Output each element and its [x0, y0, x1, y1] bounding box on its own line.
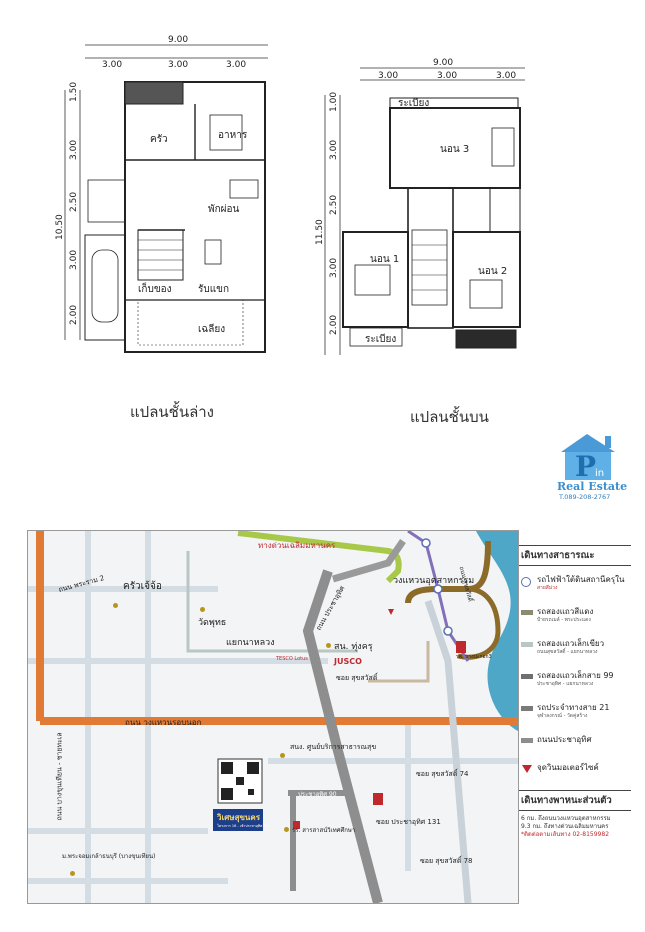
map-legend: เดินทางสาธารณะ รถไฟฟ้าใต้ดินสถานีครุใน ส…: [519, 545, 631, 895]
ground-room-kitchen: ครัว: [150, 134, 168, 145]
upper-plan-caption: แปลนชั้นบน: [410, 408, 489, 426]
map-label-school: รร. สารสาสน์วิเทศศึกษา: [292, 827, 356, 834]
ground-dim-left-5: 2.00: [69, 305, 79, 325]
legend-swatch-bus-21: [521, 706, 533, 711]
legend-sub-red-songthaew: ป้ายรถเมล์ - พระประแดง: [537, 617, 591, 623]
motorcycle-stop-icon: [522, 765, 532, 773]
map-label-tesco: TESCO Lotus: [276, 656, 308, 662]
upper-dim-left-2: 3.00: [329, 140, 339, 160]
location-map: ถนน พระราม 2 ครัวเจ้จ้อ ทางด่วนเฉลิมมหาน…: [27, 530, 519, 904]
map-label-wat-phuttha: วัดพุทธ: [198, 618, 227, 628]
map-label-ring-interchange: วงแหวนอุตสาหกรรม: [393, 576, 475, 586]
legend-sub-green-songthaew: ถนนสุขสวัสดิ์ - แยกนาหลวง: [537, 649, 598, 655]
upper-dim-top-1: 3.00: [378, 71, 398, 81]
map-label-hospital: ม.พระจอมเกล้าธนบุรี (บางขุนเทียน): [62, 853, 156, 860]
legend-title-public: เดินทางสาธารณะ: [519, 545, 631, 566]
ground-dim-left-4: 3.00: [69, 250, 79, 270]
legend-label-green-songthaew: รถสองแถวเล็กเขียว: [537, 639, 605, 648]
metro-station-icon: [521, 577, 531, 587]
legend-label-bus-21: รถประจำทางสาย 21: [537, 703, 610, 712]
ground-dim-left-3: 2.50: [69, 192, 79, 212]
logo-phone: T.089-208-2767: [559, 493, 611, 501]
legend-label-red-songthaew: รถสองแถวสีแดง: [537, 607, 594, 616]
map-marker-wat-phuttha: [200, 607, 205, 612]
upper-room-balcony-top: ระเบียง: [398, 97, 429, 109]
ground-dim-left-1: 1.50: [69, 82, 79, 102]
pin-real-estate-logo: P in Real Estate T.089-208-2767: [553, 430, 633, 502]
upper-dim-left-total: 11.50: [315, 219, 325, 245]
map-label-bang-pakok: รพ. บางปะกอก3: [456, 654, 492, 660]
map-marker-krua-jae-jo: [113, 603, 118, 608]
upper-room-bed3: นอน 3: [440, 144, 469, 155]
legend-notes: 6 กม. ถึงถนนวงแหวนอุตสาหกรรม 9.3 กม. ถึง…: [521, 815, 631, 839]
legend-label-metro: รถไฟฟ้าใต้ดินสถานีครุใน: [537, 575, 625, 584]
floor-plans-drawing: 9.00 3.00 3.00 3.00 10.50 1.50 3.00 2.50…: [55, 35, 525, 355]
upper-dim-total: 9.00: [433, 58, 453, 68]
map-marker-police: [326, 643, 331, 648]
ground-dim-left-total: 10.50: [55, 214, 65, 240]
legend-sub-metro: สายสีม่วง: [537, 585, 558, 591]
map-label-soi-suksawat-78: ซอย สุขสวัสดิ์ 78: [420, 857, 473, 865]
legend-title-private: เดินทางพาหนะส่วนตัว: [519, 790, 631, 811]
map-label-soi-pracha-uthit-131: ซอย ประชาอุทิศ 131: [376, 818, 441, 826]
map-label-village-name: วิเศษสุขนคร: [217, 813, 261, 822]
logo-name: Real Estate: [557, 480, 628, 493]
map-label-jusco: JUSCO: [334, 657, 362, 666]
logo-letters-in: in: [595, 468, 604, 479]
logo-letter-p: P: [575, 450, 596, 482]
house-pin-icon: P in: [561, 434, 615, 483]
legend-label-pracha-uthit-road: ถนนประชาอุทิศ: [537, 735, 592, 744]
upper-room-balcony-bottom: ระเบียง: [365, 333, 396, 345]
map-label-pracha-uthit-90: ประชาอุทิศ 90: [298, 791, 337, 798]
ground-dim-top-1: 3.00: [102, 60, 122, 70]
map-label-road-bang-khun-thian: ถนน บางขุนเทียน - ชายทะเล: [55, 732, 64, 821]
map-marker-school: [284, 827, 289, 832]
legend-label-motorcycle: จุดวินมอเตอร์ไซค์: [537, 763, 599, 772]
upper-dim-left-5: 2.00: [329, 315, 339, 335]
map-label-health-center: สนง. ศูนย์บริการสาธารณสุข: [290, 743, 377, 751]
ground-room-living: พักผ่อน: [208, 204, 240, 215]
legend-sub-songthaew-99: ประชาอุทิศ - แยกนาหลวง: [537, 681, 594, 687]
upper-room-bed2: นอน 2: [478, 266, 507, 277]
map-label-road-outer-ring: ถนน วงแหวนรอบนอก: [125, 718, 202, 727]
upper-dim-left-4: 3.00: [329, 258, 339, 278]
upper-dim-top-3: 3.00: [496, 71, 516, 81]
upper-dim-left-3: 2.50: [329, 195, 339, 215]
map-label-village-sub: โครงการ 16 - เข้าประชาอุทิศ 90: [217, 824, 268, 828]
ground-plan-caption: แปลนชั้นล่าง: [130, 403, 215, 421]
legend-sub-bus-21: จุฬาลงกรณ์ - วัดคู่สร้าง: [537, 713, 588, 719]
legend-label-songthaew-99: รถสองแถวเล็กสาย 99: [537, 671, 614, 680]
map-label-police-thung-khru: สน. ทุ่งครุ: [334, 642, 373, 652]
map-label-yaek-na-luang: แยกนาหลวง: [226, 638, 275, 648]
ground-dim-top-3: 3.00: [226, 60, 246, 70]
ground-plan: [84, 81, 266, 353]
upper-plan-dimensions: [324, 67, 525, 355]
legend-note-1: 6 กม. ถึงถนนวงแหวนอุตสาหกรรม: [521, 815, 611, 822]
ground-dim-top-2: 3.00: [168, 60, 188, 70]
ground-room-storage: เก็บของ: [138, 281, 172, 295]
map-roads: [28, 531, 518, 903]
upper-plan: [342, 97, 521, 349]
legend-contact: *ติดต่อตามเส้นทาง 02-8159982: [521, 831, 610, 838]
map-label-expressway: ทางด่วนเฉลิมมหานคร: [258, 541, 336, 550]
upper-room-bed1: นอน 1: [370, 254, 399, 265]
upper-dim-left-1: 1.00: [329, 92, 339, 112]
ground-room-terrace: เฉลียง: [198, 323, 225, 335]
map-label-krua-jae-jo: ครัวเจ้จ้อ: [123, 581, 162, 592]
legend-swatch-red-songthaew: [521, 610, 533, 615]
ground-plan-dimensions: [64, 44, 268, 340]
legend-swatch-green-songthaew: [521, 642, 533, 647]
map-marker-hospital: [70, 871, 75, 876]
legend-swatch-songthaew-99: [521, 674, 533, 679]
map-label-soi-suksawat-74: ซอย สุขสวัสดิ์ 74: [416, 770, 469, 778]
ground-dim-left-2: 3.00: [69, 140, 79, 160]
map-marker-health-center: [280, 753, 285, 758]
legend-swatch-pracha-uthit-road: [521, 738, 533, 743]
ground-dim-total: 9.00: [168, 35, 188, 45]
ground-room-reception: รับแขก: [198, 284, 229, 295]
map-label-soi-suksawat: ซอย สุขสวัสดิ์: [336, 674, 378, 682]
ground-room-dining: อาหาร: [218, 130, 248, 141]
upper-dim-top-2: 3.00: [437, 71, 457, 81]
legend-note-2: 9.3 กม. ถึงทางด่วนเฉลิมมหานคร: [521, 823, 609, 830]
